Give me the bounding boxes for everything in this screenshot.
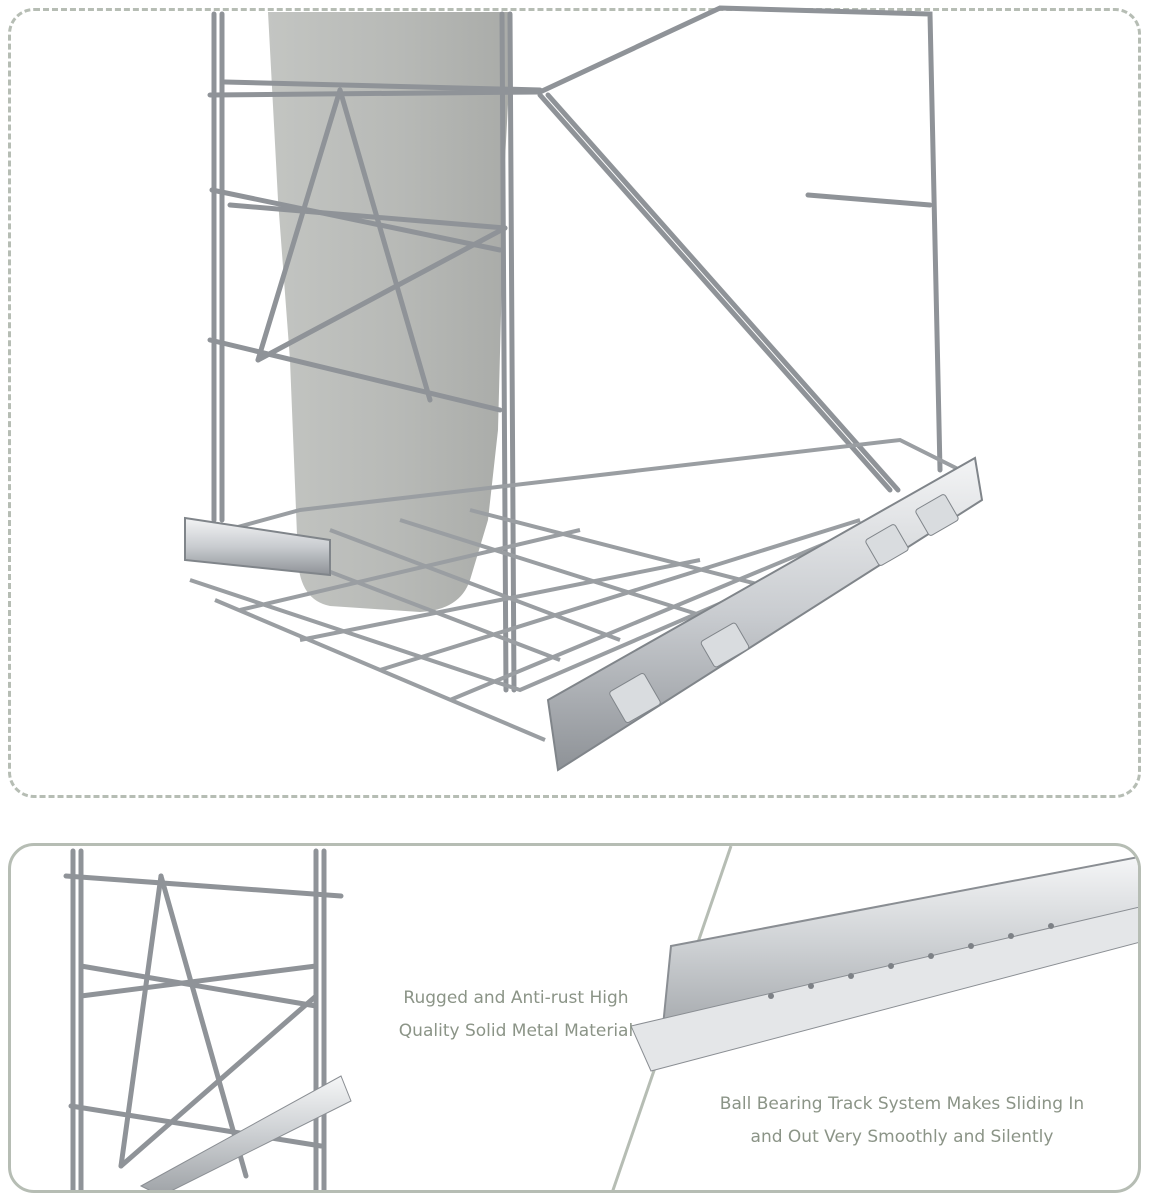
wire-frame [207, 5, 943, 693]
frame-closeup [63, 848, 344, 1190]
pullout-bin-illustration [184, 5, 984, 772]
detail-illustrations [63, 846, 1138, 1190]
waste-bin [268, 12, 512, 612]
rail-back [184, 516, 331, 577]
rail-front [546, 456, 984, 772]
rail-closeup-small [139, 1075, 352, 1190]
track-caption-line2: and Out Very Smoothly and Silently [750, 1127, 1054, 1147]
detail-panel [8, 843, 1141, 1193]
track-caption-line1: Ball Bearing Track System Makes Sliding … [719, 1094, 1085, 1114]
material-caption: Rugged and Anti-rust High Quality Solid … [356, 982, 676, 1048]
bearing-balls [768, 923, 1054, 999]
material-caption-line2: Quality Solid Metal Material [398, 1021, 634, 1041]
material-caption-line1: Rugged and Anti-rust High [403, 988, 629, 1008]
track-caption: Ball Bearing Track System Makes Sliding … [700, 1088, 1104, 1154]
